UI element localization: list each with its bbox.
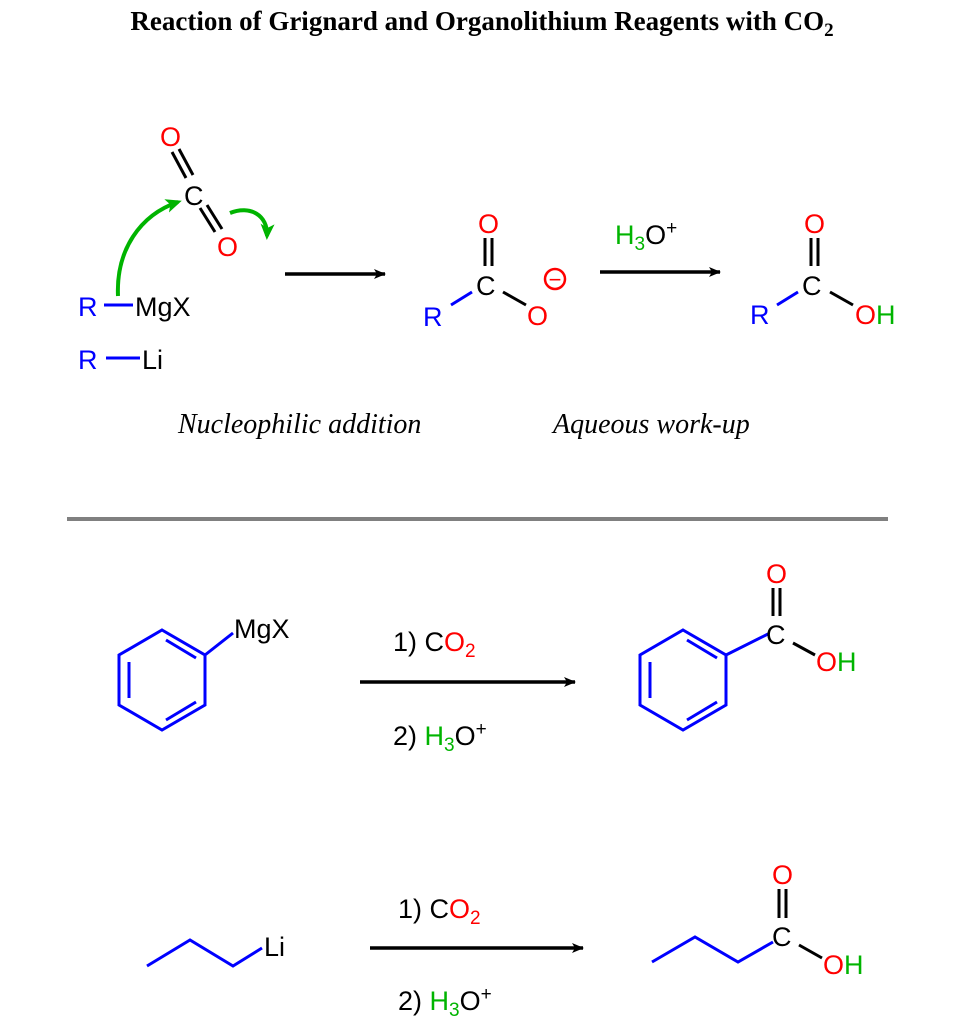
atom-o: O: [478, 209, 499, 239]
double-bond: [198, 207, 217, 233]
metal: Li: [264, 932, 285, 962]
atom-o: O: [772, 860, 793, 890]
hydroxyl: OH: [816, 647, 857, 677]
condition-step1: 1) CO2: [393, 627, 476, 662]
negative-charge-icon: [543, 267, 567, 291]
charge: −: [549, 267, 562, 292]
atom-c: C: [476, 271, 496, 301]
carboxylate-intermediate: O C R O −: [423, 209, 567, 332]
atom-c: C: [772, 922, 792, 952]
hydroxyl: OH: [855, 300, 896, 330]
r-group: R: [78, 345, 98, 375]
r-group: R: [423, 302, 443, 332]
atom-o: O: [217, 232, 238, 262]
organolithium-reagent: R Li: [78, 345, 163, 375]
atom-c: C: [802, 271, 822, 301]
label-aqueous-workup: Aqueous work-up: [551, 409, 750, 440]
metal: Li: [142, 345, 163, 375]
atom-o: O: [804, 209, 825, 239]
benzoic-acid: O C OH: [638, 559, 857, 732]
condition-step1: 1) CO2: [398, 894, 481, 929]
curved-arrow-attack: [115, 199, 182, 297]
atom-o: O: [160, 122, 181, 152]
propyllithium: Li: [146, 932, 285, 968]
metal: MgX: [135, 292, 191, 322]
page-title: Reaction of Grignard and Organolithium R…: [130, 6, 833, 41]
atom-c: C: [766, 620, 786, 650]
reagent-h3o: H3O+: [615, 218, 677, 255]
metal: MgX: [234, 614, 290, 644]
phenylmagnesium-halide: MgX: [117, 614, 290, 732]
r-group: R: [78, 292, 98, 322]
condition-step2: 2) H3O+: [398, 984, 492, 1020]
carboxylic-acid-product: O C R OH: [750, 209, 896, 330]
atom-o: O: [527, 301, 548, 331]
label-nucleophilic-addition: Nucleophilic addition: [177, 409, 421, 440]
grignard-reagent: R MgX: [78, 292, 191, 322]
co2-molecule: O C O: [160, 122, 238, 262]
r-group: R: [750, 300, 770, 330]
atom-o: O: [766, 559, 787, 589]
curved-arrow-electron-shift: [229, 208, 275, 240]
condition-step2: 2) H3O+: [393, 719, 487, 756]
double-bond: [170, 151, 188, 179]
butanoic-acid: O C OH: [651, 860, 864, 980]
atom-c: C: [184, 181, 204, 211]
hydroxyl: OH: [823, 950, 864, 980]
